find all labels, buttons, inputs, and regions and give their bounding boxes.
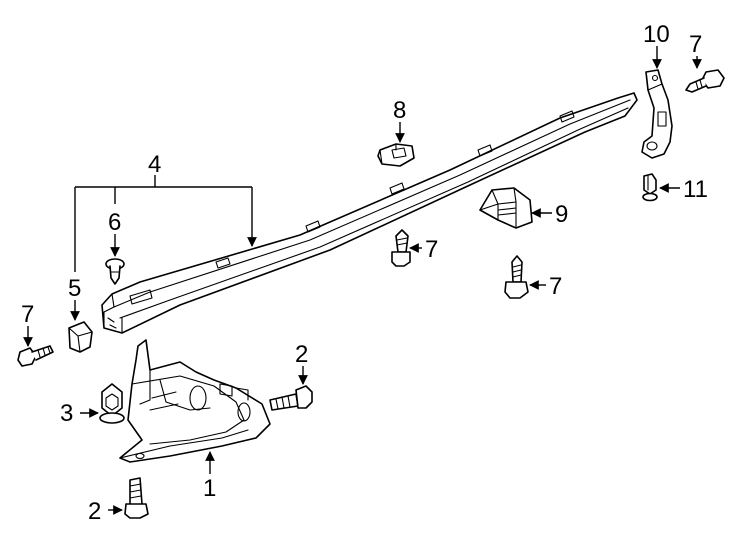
callout-labels: 1 2 2 3 4 5 6 7 7 7 7 8 9 10 11 [21, 21, 708, 525]
callout-3: 3 [60, 400, 73, 427]
callout-5: 5 [68, 275, 81, 302]
screw-part-top-right [685, 69, 725, 93]
callout-11: 11 [683, 176, 708, 203]
clip-part [377, 143, 415, 167]
push-pin-part [105, 258, 125, 285]
leader-lines [23, 46, 702, 515]
bolt-part-lower [124, 477, 149, 519]
callout-7-right: 7 [549, 273, 562, 300]
rocker-molding [101, 92, 638, 334]
mounting-bracket-part [641, 69, 673, 159]
callout-1: 1 [203, 475, 216, 502]
callout-10: 10 [643, 21, 670, 48]
callout-7-top-right: 7 [689, 31, 702, 58]
callout-2-lower: 2 [88, 498, 101, 525]
bracket-clip-part [479, 187, 533, 229]
callout-7-center: 7 [425, 236, 438, 263]
nut-clip-part [99, 383, 125, 424]
callout-8: 8 [393, 97, 406, 124]
screw-part-left [17, 345, 54, 367]
screw-part-right [504, 255, 529, 299]
callout-7-left: 7 [21, 301, 34, 328]
end-cap-part [68, 321, 93, 353]
callout-4: 4 [148, 151, 161, 178]
callout-6: 6 [108, 209, 121, 236]
screw-part-center [391, 229, 411, 267]
callout-2-upper: 2 [295, 341, 308, 368]
rivet-part [642, 173, 658, 202]
lower-bracket-part [119, 339, 271, 463]
bolt-part-upper [269, 385, 313, 411]
callout-9: 9 [555, 201, 568, 228]
